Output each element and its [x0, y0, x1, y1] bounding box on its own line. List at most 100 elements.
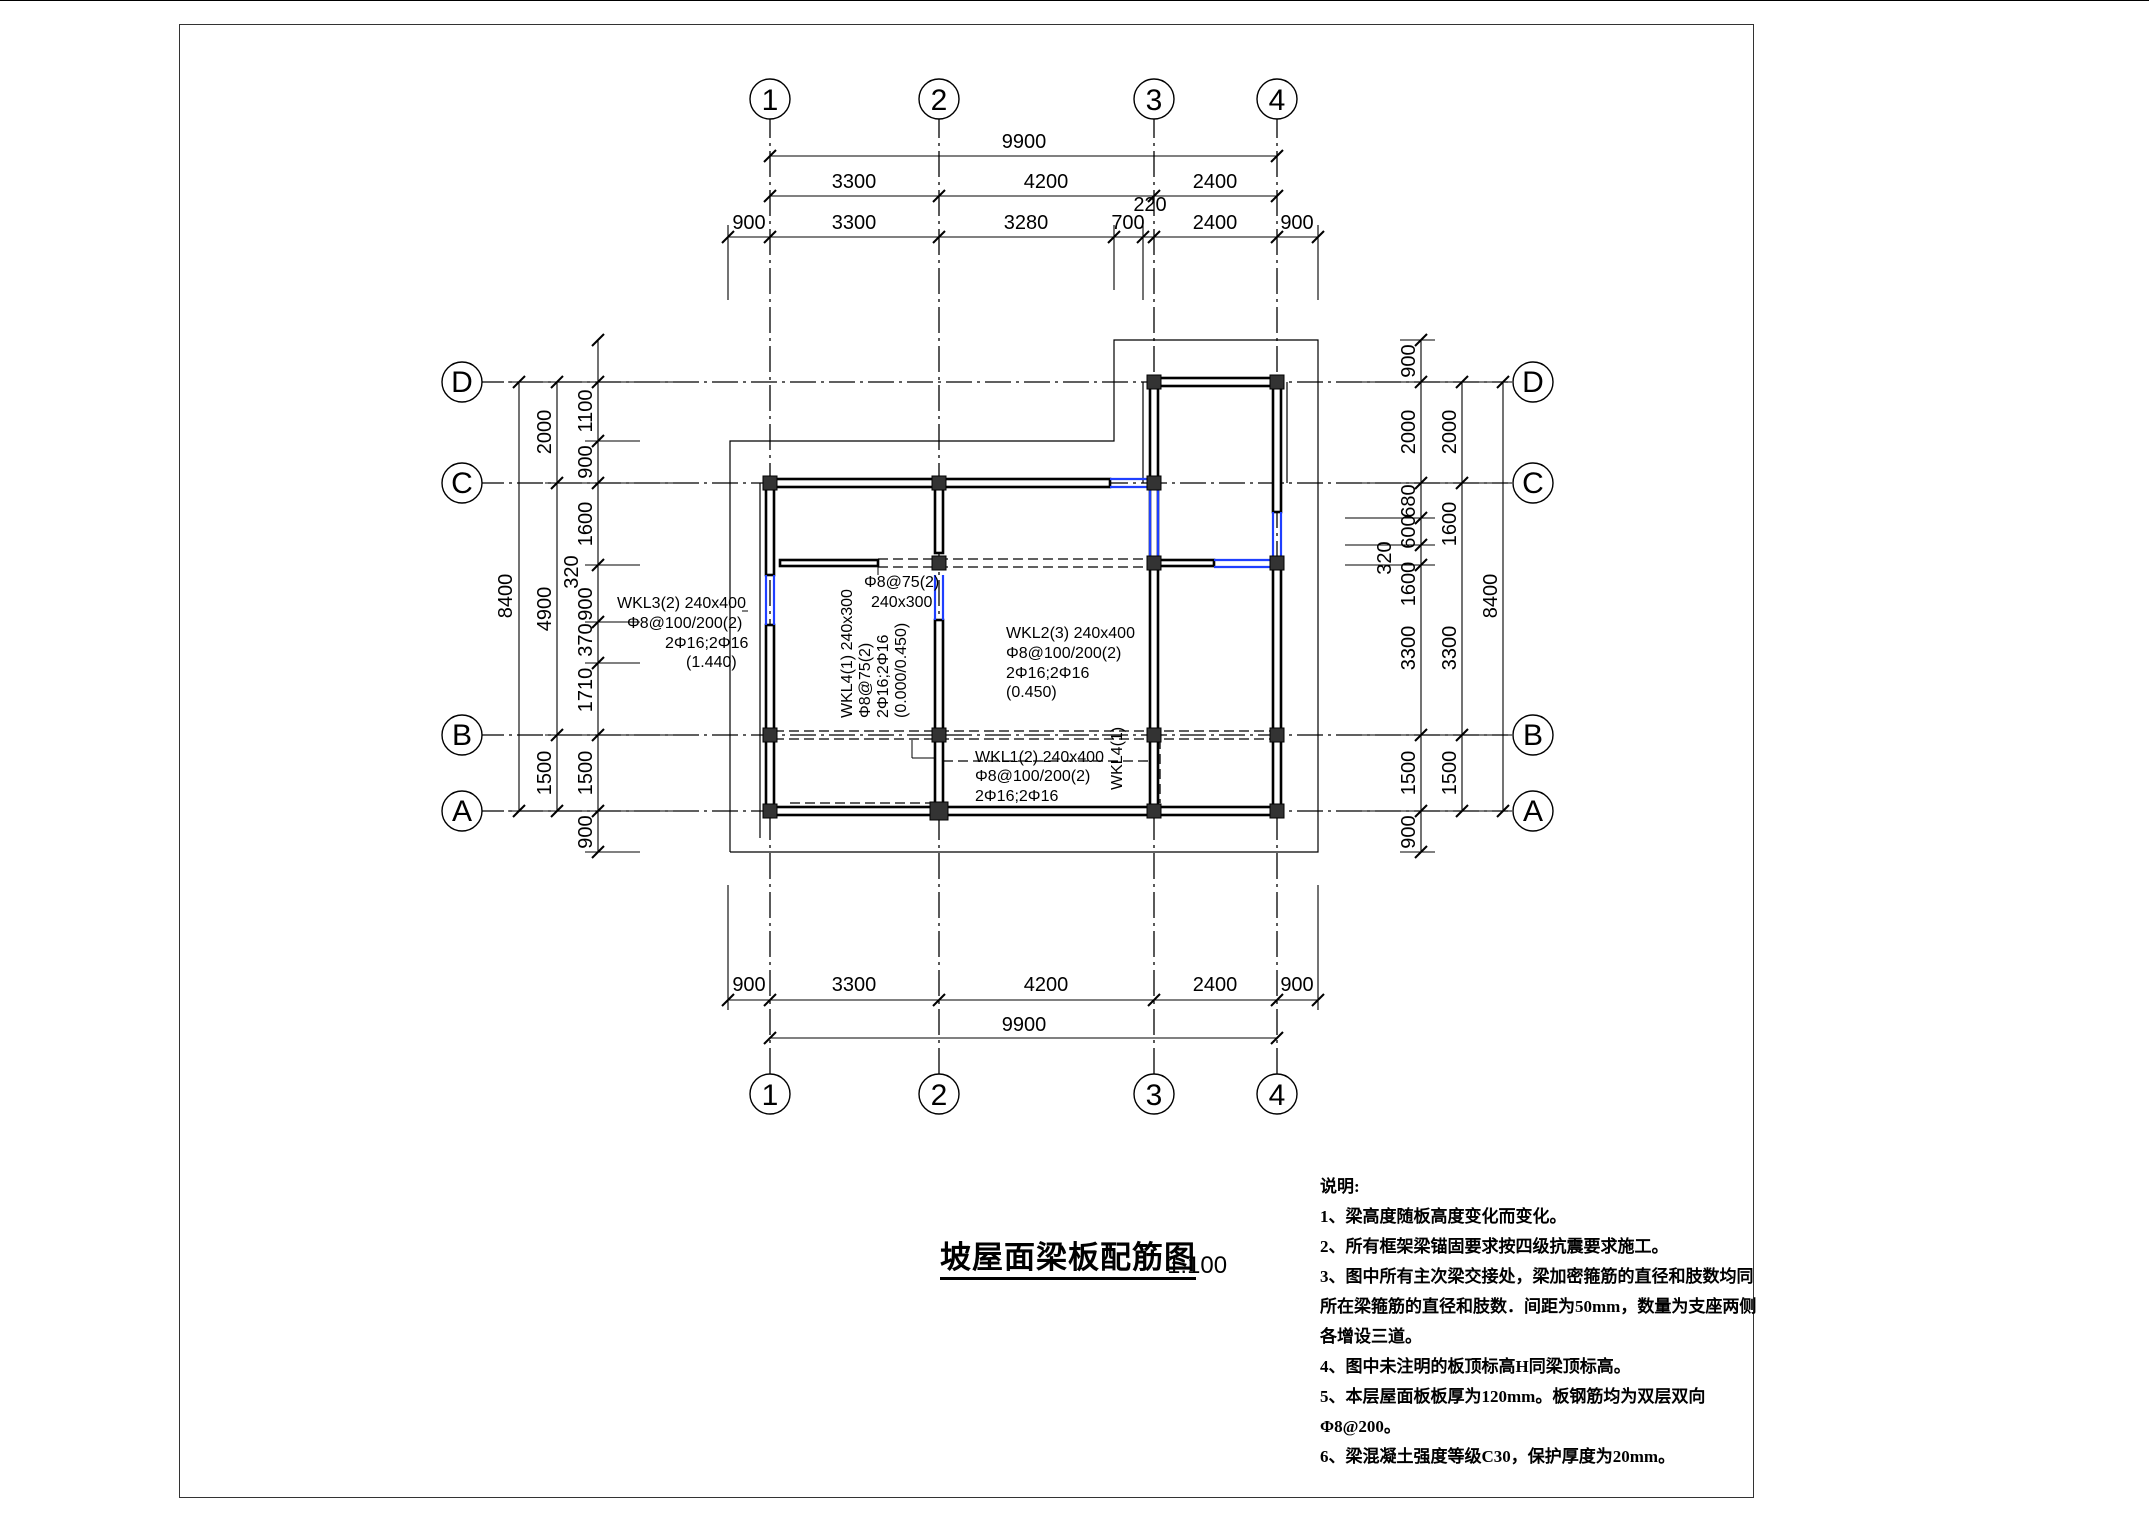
dimension-ticks — [512, 149, 1510, 1045]
wkl3-line4: (1.440) — [686, 654, 737, 671]
dimension-texts: 9900 3300 4200 2400 900 3300 3280 700 22… — [495, 131, 1502, 1036]
small-beam-line2: 240x300 — [871, 594, 932, 611]
wkl2-line1: WKL2(3) 240x400 — [1006, 625, 1135, 642]
dim-row2-4: 700 — [1111, 212, 1144, 234]
dim-bottom-5: 900 — [1280, 974, 1313, 996]
axis-label-c-right: C — [1522, 467, 1544, 500]
dim-left-inner-8: 1500 — [575, 751, 597, 796]
wkl4v-line4: (0.000/0.450) — [893, 623, 910, 718]
dim-left-mid-2: 4900 — [534, 587, 556, 632]
dim-top-2: 4200 — [1024, 171, 1069, 193]
dim-row2-2: 3300 — [832, 212, 877, 234]
wkl1-line3: 2Φ16;2Φ16 — [975, 788, 1058, 805]
wkl1-line1: WKL1(2) 240x400 — [975, 749, 1104, 766]
dim-right-mid-4: 1500 — [1439, 751, 1461, 796]
axis-label-2-top: 2 — [931, 84, 948, 117]
wkl4v-line1: WKL4(1) 240x300 — [839, 589, 856, 718]
wkl1-line2: Φ8@100/200(2) — [975, 768, 1090, 785]
axis-label-a-left: A — [452, 795, 472, 828]
wkl4v-line2: Φ8@75(2) — [857, 643, 874, 718]
axis-grid-lines — [478, 112, 1508, 1075]
dim-right-mid-1: 2000 — [1439, 410, 1461, 455]
notes-block: 说明: 1、梁高度随板高度变化而变化。 2、所有框架梁锚固要求按四级抗震要求施工… — [1320, 1172, 1760, 1472]
wkl2-line2: Φ8@100/200(2) — [1006, 645, 1121, 662]
leader-lines — [877, 560, 935, 759]
dim-top-total: 9900 — [1002, 131, 1047, 153]
axis-label-c-left: C — [451, 467, 473, 500]
axis-label-b-left: B — [452, 719, 472, 752]
axis-label-d-left: D — [451, 366, 473, 399]
dim-top-3: 2400 — [1193, 171, 1238, 193]
roof-outline — [729, 339, 1319, 853]
dim-row2-3: 3280 — [1004, 212, 1049, 234]
dim-bottom-3: 4200 — [1024, 974, 1069, 996]
note-item-4: 4、图中未注明的板顶标高H同梁顶标高。 — [1320, 1357, 1631, 1376]
dim-right-mid-2: 1600 — [1439, 502, 1461, 547]
dim-left-inner-4: 320 — [561, 555, 583, 588]
axis-label-1-bottom: 1 — [762, 1079, 779, 1112]
axis-label-3-bottom: 3 — [1146, 1079, 1163, 1112]
note-item-1: 1、梁高度随板高度变化而变化。 — [1320, 1207, 1567, 1226]
dim-left-inner-7: 1710 — [575, 668, 597, 713]
wkl3-line2: Φ8@100/200(2) — [627, 615, 742, 632]
dim-left-inner-1: 1100 — [575, 389, 597, 432]
dim-bottom-1: 900 — [732, 974, 765, 996]
dim-left-inner-5: 370 — [575, 623, 597, 656]
dim-top-1: 3300 — [832, 171, 877, 193]
dim-right-inner-9: 900 — [1398, 815, 1420, 848]
dim-row2-7: 900 — [1280, 212, 1313, 234]
dim-right-inner-6: 320 — [1374, 541, 1396, 574]
columns — [762, 374, 1285, 821]
small-beam-line1: Φ8@75(2) — [864, 574, 939, 591]
dim-left-inner-6: 900 — [575, 587, 597, 620]
notes-heading: 说明: — [1320, 1177, 1360, 1196]
axis-labels: 1 2 3 4 1 2 3 4 D C B A D C B A — [451, 84, 1544, 1112]
highlight-beams — [764, 477, 1283, 625]
note-item-5: 5、本层屋面板板厚为120mm。板钢筋均为双层双向Φ8@200。 — [1320, 1387, 1706, 1436]
drawing-frame — [179, 24, 1754, 1498]
dim-left-mid-1: 2000 — [534, 410, 556, 455]
dim-row2-5: 220 — [1133, 194, 1166, 216]
dim-right-inner-1: 900 — [1398, 344, 1420, 377]
axis-label-a-right: A — [1523, 795, 1543, 828]
wkl2-line4: (0.450) — [1006, 684, 1057, 701]
dim-bottom-total: 9900 — [1002, 1014, 1047, 1036]
dim-left-outer: 8400 — [495, 574, 517, 619]
axis-label-3-top: 3 — [1146, 84, 1163, 117]
dim-row2-1: 900 — [732, 212, 765, 234]
dim-left-inner-9: 900 — [575, 815, 597, 848]
dim-left-inner-3: 1600 — [575, 502, 597, 547]
wkl3-line1: WKL3(2) 240x400 — [617, 595, 746, 612]
axis-label-1-top: 1 — [762, 84, 779, 117]
beam-annotations: WKL3(2) 240x400 Φ8@100/200(2) 2Φ16;2Φ16 … — [617, 574, 1135, 805]
dim-right-inner-2: 2000 — [1398, 410, 1420, 455]
drawing-scale: 1:100 — [1167, 1252, 1228, 1279]
axis-label-b-right: B — [1523, 719, 1543, 752]
axis-label-4-bottom: 4 — [1269, 1079, 1286, 1112]
wkl3-line3: 2Φ16;2Φ16 — [665, 635, 748, 652]
dim-right-mid-3: 3300 — [1439, 626, 1461, 671]
axis-label-d-right: D — [1522, 366, 1544, 399]
dim-left-mid-3: 1500 — [534, 751, 556, 796]
drawing-title: 坡屋面梁板配筋图 — [940, 1240, 1196, 1280]
wkl2-line3: 2Φ16;2Φ16 — [1006, 665, 1089, 682]
dim-left-inner-2: 900 — [575, 445, 597, 478]
note-item-2: 2、所有框架梁锚固要求按四级抗震要求施工。 — [1320, 1237, 1669, 1256]
note-item-3: 3、图中所有主次梁交接处，梁加密箍筋的直径和肢数均同所在梁箍筋的直径和肢数．间距… — [1320, 1267, 1757, 1346]
dim-bottom-4: 2400 — [1193, 974, 1238, 996]
wkl4-label: WKL4(1) — [1109, 727, 1126, 790]
secondary-beams — [774, 558, 1273, 804]
dim-right-outer: 8400 — [1480, 574, 1502, 619]
dim-right-inner-4: 600 — [1398, 515, 1420, 548]
dim-bottom-2: 3300 — [832, 974, 877, 996]
axis-label-4-top: 4 — [1269, 84, 1286, 117]
dim-row2-6: 2400 — [1193, 212, 1238, 234]
wkl4v-line3: 2Φ16;2Φ16 — [875, 635, 892, 718]
dim-right-inner-3: 680 — [1398, 484, 1420, 517]
axis-label-2-bottom: 2 — [931, 1079, 948, 1112]
axis-bubbles — [441, 78, 1554, 1115]
note-item-6: 6、梁混凝土强度等级C30，保护厚度为20mm。 — [1320, 1447, 1676, 1466]
dim-right-inner-7: 3300 — [1398, 626, 1420, 671]
